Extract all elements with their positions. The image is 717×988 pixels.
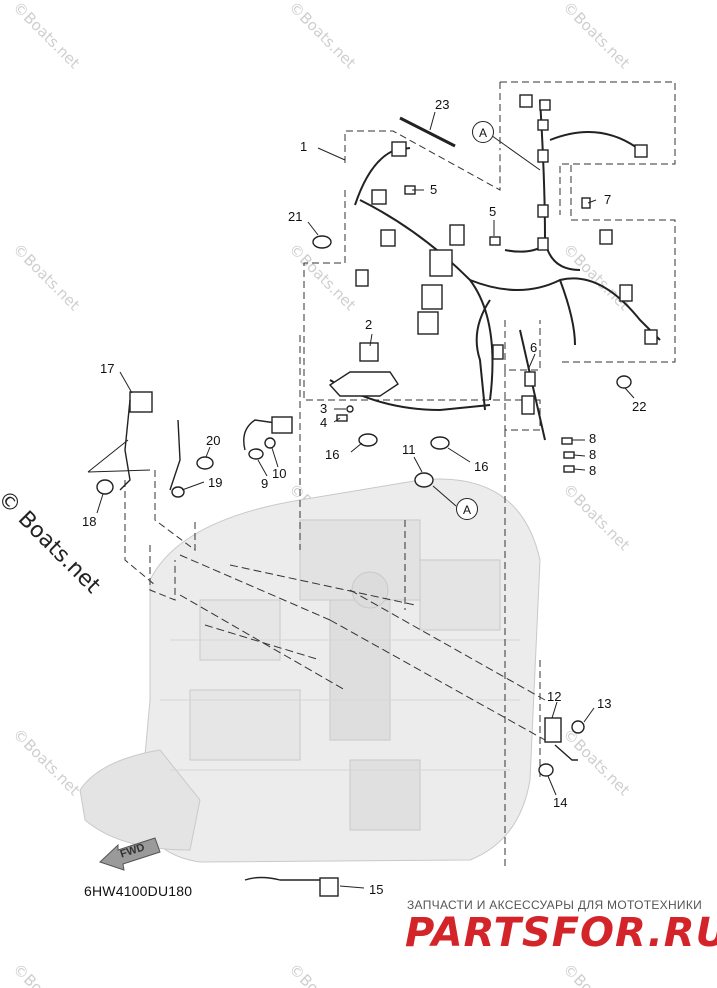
engine-block [79,478,541,863]
callout-12: 12 [547,689,562,704]
callout-8: 8 [589,431,597,446]
callout-5: 5 [489,204,497,219]
callout-13: 13 [597,696,612,711]
callout-23: 23 [435,97,450,112]
callout-5: 5 [430,182,438,197]
callout-2: 2 [365,317,373,332]
callout-14: 14 [553,795,568,810]
callout-1: 1 [300,139,308,154]
callout-19: 19 [208,475,223,490]
callout-21: 21 [288,209,303,224]
reference-circle-a: A [472,121,494,143]
reference-circle-a: A [456,498,478,520]
diagram-code: 6HW4100DU180 [84,883,193,899]
callout-11: 11 [402,442,416,457]
callout-18: 18 [82,514,97,529]
cable-tie [399,116,456,148]
callout-20: 20 [206,433,221,448]
callout-10: 10 [272,466,287,481]
callout-22: 22 [632,399,647,414]
partsfor-logo: PARTSFOR.RU [405,910,717,956]
banner-tagline: ЗАПЧАСТИ И АКСЕССУАРЫ ДЛЯ МОТОТЕХНИКИ [407,898,703,912]
callout-8: 8 [589,463,597,478]
callout-8: 8 [589,447,597,462]
callout-leaders [87,111,635,889]
callout-16: 16 [325,447,340,462]
small-parts [96,185,632,897]
callout-6: 6 [530,340,538,355]
callout-7: 7 [604,192,612,207]
fwd-arrow-icon [99,837,161,871]
callout-15: 15 [369,882,384,897]
callout-17: 17 [100,361,115,376]
callout-4: 4 [320,415,328,430]
leader-lines [179,554,546,741]
harness-connectors [328,94,658,415]
callout-3: 3 [320,401,328,416]
callout-16: 16 [474,459,489,474]
dashed-group-lines [124,81,676,870]
callout-9: 9 [261,476,269,491]
